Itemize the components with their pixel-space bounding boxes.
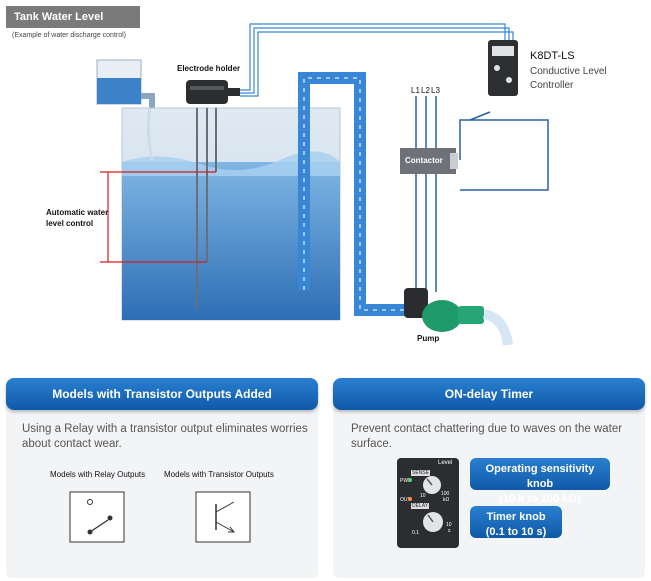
- panel-pwr-label: PWR: [400, 478, 412, 484]
- page-caption: (Example of water discharge control): [12, 32, 126, 39]
- product-desc-line1: Conductive Level: [530, 66, 607, 77]
- phase-l1-label: L1: [411, 86, 420, 95]
- timer-knob-callout: Timer knob (0.1 to 10 s): [470, 506, 562, 538]
- auto-level-label-line1: Automatic water: [46, 208, 109, 217]
- phase-l3-label: L3: [431, 86, 440, 95]
- auto-level-label-line2: level control: [46, 219, 94, 228]
- electrode-holder-label: Electrode holder: [177, 64, 241, 73]
- panel-knobs: [408, 476, 443, 532]
- pwr-led-icon: [408, 478, 412, 482]
- panel-delay-label: DELAY: [411, 503, 430, 509]
- electrode-holder-icon: [186, 80, 240, 104]
- transistor-outputs-label: Models with Transistor Outputs: [164, 470, 274, 479]
- source-tank: [96, 59, 155, 112]
- relay-symbol-icon: [69, 491, 125, 543]
- panel-seconds-unit: s: [448, 528, 451, 534]
- sensitivity-knob-range: (10 k to 100 kΩ): [499, 493, 581, 505]
- power-wiring: [415, 96, 549, 292]
- on-delay-timer-header: ON-delay Timer: [333, 378, 645, 410]
- discharge-pipe: [298, 72, 406, 316]
- panel-sense-label: SENSE: [411, 470, 430, 476]
- tank-diagram: [96, 23, 549, 346]
- phase-l2-label: L2: [421, 86, 430, 95]
- panel-sense-max: 100: [441, 491, 450, 497]
- transistor-outputs-text-line2: about contact wear.: [22, 438, 122, 450]
- on-delay-timer-text-line1: Prevent contact chattering due to waves …: [351, 423, 623, 435]
- transistor-outputs-card: [6, 396, 318, 578]
- product-model-label: K8DT-LS: [530, 50, 575, 62]
- transistor-outputs-header: Models with Transistor Outputs Added: [6, 378, 318, 410]
- panel-level-label: Level: [438, 460, 453, 466]
- panel-timer-min: 0.1: [412, 530, 419, 536]
- panel-kohm-unit: kΩ: [443, 497, 450, 503]
- electrodes: [196, 108, 217, 308]
- on-delay-timer-text-line2: surface.: [351, 438, 392, 450]
- panel-timer-max: 10: [446, 522, 452, 528]
- auto-level-marker: [100, 171, 216, 263]
- page-title: Tank Water Level Control: [6, 6, 140, 45]
- panel-out-label: OUT: [400, 497, 411, 503]
- relay-outputs-label: Models with Relay Outputs: [50, 470, 146, 479]
- transistor-symbol-icon: [195, 491, 251, 543]
- pump-label: Pump: [417, 334, 440, 343]
- contactor-label: Contactor: [405, 156, 443, 165]
- timer-knob-title: Timer knob: [486, 511, 546, 523]
- sensitivity-knob-title: Operating sensitivity knob: [485, 463, 595, 490]
- transistor-outputs-text-line1: Using a Relay with a transistor output e…: [22, 423, 308, 435]
- sensor-cable: [240, 23, 514, 97]
- out-led-icon: [408, 497, 412, 501]
- k8dt-controller-icon: [488, 40, 518, 96]
- timer-knob-range: (0.1 to 10 s): [485, 526, 547, 538]
- sensitivity-knob-callout: Operating sensitivity knob (10 k to 100 …: [470, 458, 610, 505]
- product-desc-line2: Controller: [530, 80, 574, 91]
- pump-icon: [404, 288, 513, 346]
- panel-sense-min: 10: [420, 493, 426, 499]
- contactor-icon: [400, 148, 458, 174]
